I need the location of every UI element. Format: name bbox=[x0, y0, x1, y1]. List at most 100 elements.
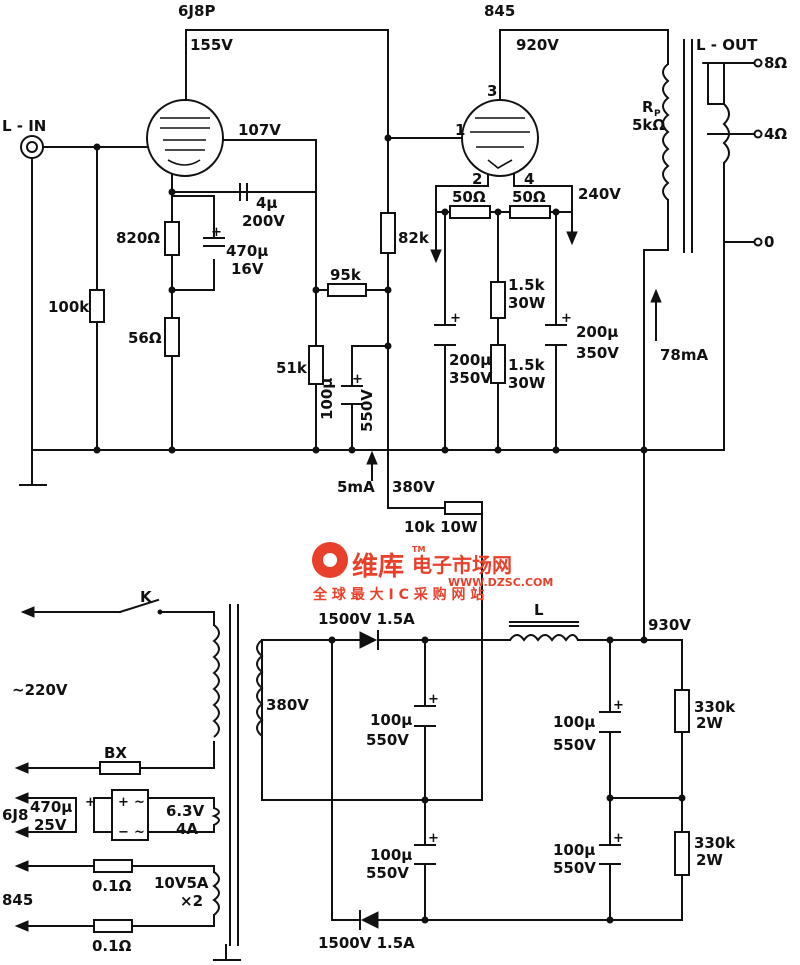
tube-6j8p bbox=[146, 99, 224, 177]
rp-value: 5kΩ bbox=[632, 116, 665, 134]
resistors bbox=[89, 205, 690, 933]
c100u-c-label: 100μ bbox=[370, 846, 412, 864]
c100u-a-voltage: 550V bbox=[358, 389, 376, 432]
resistor-10k bbox=[444, 501, 483, 515]
r10k-label: 10k 10W bbox=[404, 518, 478, 536]
capacitors: + + + + + + + + + bbox=[75, 183, 624, 865]
r100k-label: 100k bbox=[48, 298, 90, 316]
sec-10-label: 10V5A bbox=[154, 874, 209, 892]
tap-0-terminal[interactable] bbox=[753, 237, 763, 247]
fuse-bx bbox=[99, 761, 141, 775]
pin-3: 3 bbox=[487, 82, 497, 100]
c4u-voltage: 200V bbox=[242, 212, 285, 230]
resistor-820 bbox=[164, 221, 180, 256]
resistor-56 bbox=[164, 317, 180, 357]
watermark-tm: TM bbox=[412, 545, 425, 554]
cap-4u bbox=[239, 183, 248, 201]
cap-200u-b bbox=[545, 324, 567, 346]
r01-a-label: 0.1Ω bbox=[92, 877, 132, 895]
resistor-51k bbox=[308, 345, 324, 385]
v1-screen-voltage: 107V bbox=[238, 121, 281, 139]
r95k-label: 95k bbox=[330, 266, 362, 284]
tap-8-terminal[interactable] bbox=[753, 58, 763, 68]
c100u-e-voltage: 550V bbox=[553, 859, 596, 877]
bridge-rectifier bbox=[111, 789, 149, 841]
mains-label: ~220V bbox=[12, 681, 68, 699]
svg-text:+: + bbox=[450, 311, 461, 326]
cap-470u bbox=[203, 237, 225, 247]
c100u-b-label: 100μ bbox=[370, 711, 412, 729]
label-845: 845 bbox=[2, 891, 33, 909]
v2-anode-voltage: 920V bbox=[516, 36, 559, 54]
resistor-330k-b bbox=[674, 831, 690, 876]
svg-text:+: + bbox=[561, 311, 572, 326]
tube-6j8p-label: 6J8P bbox=[178, 2, 215, 20]
switch-k-label: K bbox=[140, 588, 153, 606]
c100u-d-voltage: 550V bbox=[553, 736, 596, 754]
sec-63-current: 4A bbox=[176, 820, 198, 838]
sec-10-multiplier: ×2 bbox=[180, 892, 203, 910]
r01-b-label: 0.1Ω bbox=[92, 937, 132, 955]
tube-845 bbox=[461, 99, 539, 177]
output-transformer bbox=[662, 39, 730, 253]
junctions bbox=[93, 134, 686, 924]
c100u-c-voltage: 550V bbox=[366, 864, 409, 882]
lead-arrows bbox=[14, 606, 35, 932]
resistor-82k bbox=[380, 212, 396, 254]
r330k-b-power: 2W bbox=[696, 851, 723, 869]
watermark-slogan: 全 球 最 大 I C 采 购 网 站 bbox=[312, 586, 484, 603]
cap-100u-b bbox=[414, 705, 436, 727]
resistor-100k bbox=[89, 289, 105, 323]
c200u-b-label: 200μ bbox=[576, 323, 618, 341]
svg-text:+: + bbox=[428, 692, 439, 707]
r330k-a-label: 330k bbox=[694, 698, 736, 716]
tap-4-terminal[interactable] bbox=[753, 129, 763, 139]
r15k-b-label: 1.5k bbox=[508, 356, 546, 374]
heater-6j8-label: 6J8 bbox=[2, 806, 28, 824]
hv-out-voltage: 930V bbox=[648, 616, 691, 634]
cap-200u-a bbox=[434, 324, 456, 346]
svg-text:~: ~ bbox=[134, 825, 145, 840]
choke-label: L bbox=[534, 601, 544, 619]
watermark-brand: 维库 bbox=[352, 551, 404, 582]
cap-100u-d bbox=[599, 711, 621, 733]
watermark-brand2: 电子市场网 bbox=[412, 553, 512, 577]
r820-label: 820Ω bbox=[116, 229, 160, 247]
input-jack[interactable] bbox=[20, 135, 44, 159]
resistor-1k5-b bbox=[490, 344, 506, 384]
resistor-01-a bbox=[93, 859, 133, 873]
cap-100u-a bbox=[341, 385, 363, 405]
r51k-label: 51k bbox=[276, 359, 308, 377]
resistor-50-a bbox=[449, 205, 491, 219]
resistor-95k bbox=[327, 283, 367, 297]
filament-voltage: 240V bbox=[578, 185, 621, 203]
c100u-a-label: 100μ bbox=[318, 378, 336, 420]
diodes bbox=[359, 630, 379, 930]
diode-bottom-label: 1500V 1.5A bbox=[318, 934, 415, 952]
choke-l bbox=[509, 621, 579, 642]
fuse-label: BX bbox=[104, 744, 127, 762]
switch-k[interactable] bbox=[118, 598, 160, 614]
c100u-e-label: 100μ bbox=[553, 841, 595, 859]
output-label: L - OUT bbox=[696, 36, 758, 54]
diode-top-label: 1500V 1.5A bbox=[318, 610, 415, 628]
plate-current: 78mA bbox=[660, 346, 709, 364]
r15k-a-power: 30W bbox=[508, 294, 546, 312]
input-label: L - IN bbox=[2, 117, 46, 135]
r56-label: 56Ω bbox=[128, 329, 162, 347]
pin-2: 2 bbox=[472, 170, 482, 188]
r15k-b-power: 30W bbox=[508, 374, 546, 392]
resistor-330k-a bbox=[674, 689, 690, 733]
sec-hv-label: 380V bbox=[266, 696, 309, 714]
c4u-label: 4μ bbox=[256, 194, 277, 212]
svg-text:−: − bbox=[118, 825, 129, 840]
r50b-label: 50Ω bbox=[512, 188, 546, 206]
c200u-b-voltage: 350V bbox=[576, 344, 619, 362]
rp-label: R bbox=[642, 98, 654, 116]
c200u-a-voltage: 350V bbox=[449, 369, 492, 387]
svg-text:+: + bbox=[118, 795, 129, 810]
c470u-heater-voltage: 25V bbox=[34, 816, 67, 834]
tap-4-label: 4Ω bbox=[764, 125, 787, 143]
